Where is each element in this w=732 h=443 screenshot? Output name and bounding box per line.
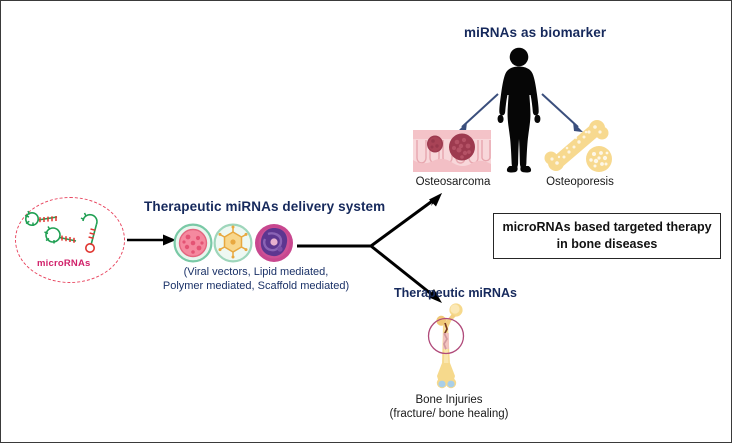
osteosarcoma-label: Osteosarcoma <box>415 176 491 188</box>
microrna-source-ellipse <box>15 197 125 283</box>
osteoporosis-bone-icon <box>544 120 612 172</box>
conclusion-line2: in bone diseases <box>556 237 658 251</box>
delivery-system-subtitle-line2: Polymer mediated, Scaffold mediated) <box>162 280 350 292</box>
delivery-system-heading: Therapeutic miRNAs delivery system <box>144 199 386 214</box>
arrow-human-to-osteoporosis <box>541 93 584 133</box>
delivery-system-subtitle-line1: (Viral vectors, Lipid mediated, <box>183 266 329 278</box>
viral-vector-particle-icon <box>173 223 213 263</box>
osteosarcoma-tissue-icon <box>413 130 491 172</box>
fractured-femur-bone-icon <box>427 303 465 389</box>
microrna-hairpin-icon <box>24 210 98 253</box>
therapeutic-mirnas-heading: Therapeutic miRNAs <box>394 286 517 300</box>
polymer-scaffold-particle-icon <box>255 224 293 262</box>
osteoporosis-label: Osteoporesis <box>546 176 614 188</box>
arrow-to-therapy-branch <box>370 244 436 299</box>
human-body-silhouette-icon <box>497 47 541 173</box>
arrow-source-to-delivery <box>127 234 176 246</box>
conclusion-line1: microRNAs based targeted therapy <box>502 220 712 235</box>
microrna-source-label: microRNAs <box>37 258 91 269</box>
bone-injuries-caption-line1: Bone Injuries <box>415 394 483 406</box>
arrow-to-biomarker-branch <box>370 197 436 248</box>
conclusion-box: microRNAs based targeted therapy in bone… <box>493 213 721 259</box>
lipid-nanoparticle-icon <box>213 223 253 263</box>
bone-injuries-caption-line2: (fracture/ bone healing) <box>389 408 509 420</box>
branching-arrows <box>297 193 442 303</box>
biomarker-heading: miRNAs as biomarker <box>464 25 607 40</box>
